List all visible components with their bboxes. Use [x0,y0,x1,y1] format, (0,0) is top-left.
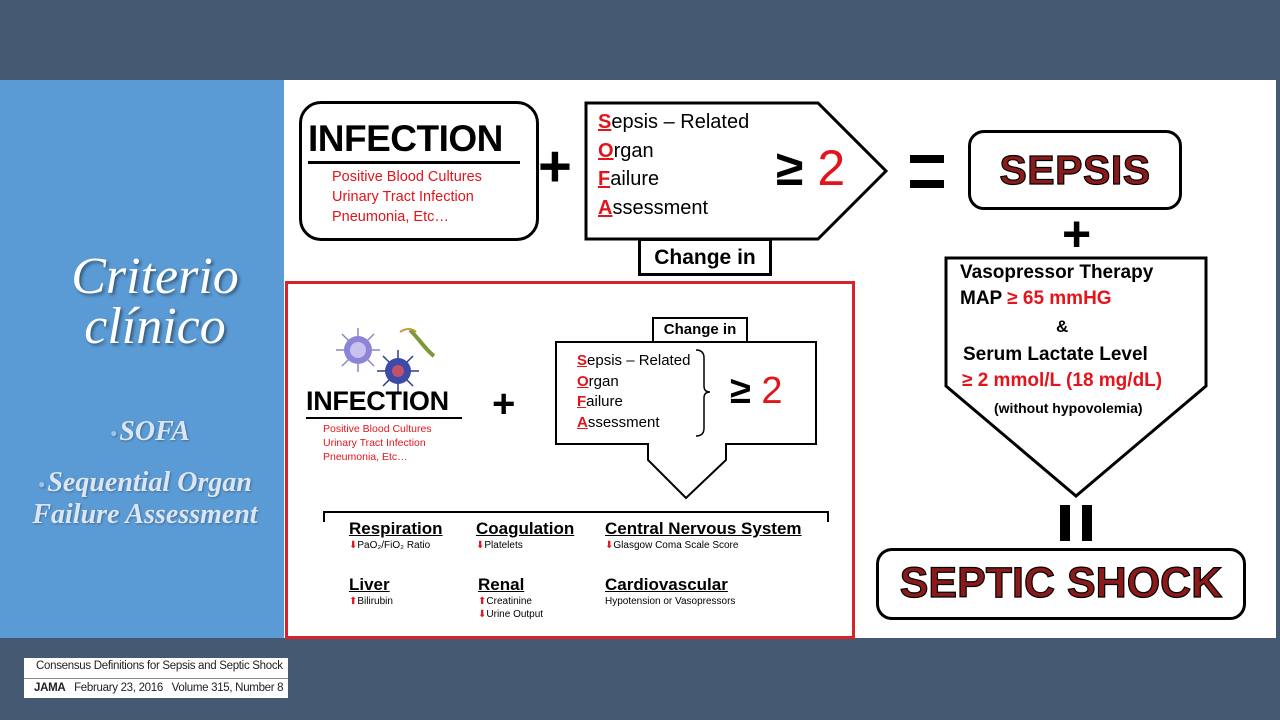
arrow-down-icon: ⬇ [349,540,358,551]
vaso-title: Vasopressor Therapy [960,262,1154,283]
plus-sign-right: + [1062,206,1092,262]
vasopressor-pentagon [944,256,1208,498]
slide-title: Criterio clínico [0,248,310,355]
septic-shock-box: SEPTIC SHOCK [876,548,1246,620]
citation: Consensus Definitions for Sepsis and Sep… [24,658,288,698]
arrow-down-icon: ⬇ [605,540,614,551]
arrow-down-icon: ⬇ [478,609,487,620]
without-hypovolemia: (without hypovolemia) [994,400,1143,416]
equals-bar-bottom [910,180,944,188]
septic-shock-label: SEPTIC SHOCK [899,558,1223,607]
microbes-icon [336,328,436,392]
sofa-acronym: Sepsis – Related Organ Failure Assessmen… [598,111,750,219]
category-renal: Renal ⬆Creatinine ⬇Urine Output [478,575,544,620]
slide-title-line1: Criterio [71,248,239,305]
equals-vertical-right [1082,505,1092,541]
sofa-pentagon [584,101,889,241]
inset-infection-underline [306,417,462,419]
map-line: MAP ≥ 65 mmHG [960,288,1112,309]
infection-title: INFECTION [308,118,503,159]
inset-figure [285,281,855,639]
bullet-sofa: ●SOFA [110,416,190,447]
inset-infection-items: Positive Blood Cultures Urinary Tract In… [323,423,432,463]
bullet-dot-icon: ● [38,477,46,492]
category-cns: Central Nervous System ⬇Glasgow Coma Sca… [605,519,802,551]
equals-bar-top [910,155,944,163]
category-cardiovascular: Cardiovascular Hypotension or Vasopresso… [605,575,736,607]
citation-divider [24,678,288,679]
inset-brace [695,349,711,437]
category-coagulation: Coagulation ⬇Platelets [476,519,575,551]
inset-infection-title: INFECTION [306,386,449,416]
inset-plus-sign: + [492,382,516,426]
lactate-title: Serum Lactate Level [963,344,1148,365]
sepsis-box: SEPSIS [968,130,1182,210]
infection-underline [308,161,520,164]
inset-bracket [323,511,829,522]
arrow-up-icon: ⬆ [478,596,487,607]
arrow-up-icon: ⬆ [349,596,358,607]
arrow-down-icon: ⬇ [476,540,485,551]
inset-sofa-acronym: Sepsis – Related Organ Failure Assessmen… [577,352,691,431]
left-panel [0,80,284,638]
infection-box: INFECTION Positive Blood Cultures Urinar… [299,101,539,241]
inset-sofa-arrow [555,341,817,500]
category-liver: Liver ⬆Bilirubin [349,575,393,607]
citation-title: Consensus Definitions for Sepsis and Sep… [36,660,283,672]
plus-sign: + [538,134,572,199]
slide-title-line2: clínico [84,298,226,355]
and-sign: & [1056,317,1069,336]
sepsis-label: SEPSIS [999,146,1151,193]
bullet-dot-icon: ● [110,426,118,441]
citation-meta: JAMA February 23, 2016 Volume 315, Numbe… [34,682,284,694]
change-in-label: Change in [638,238,772,276]
category-respiration: Respiration ⬇PaO₂/FiO₂ Ratio [349,519,443,551]
inset-threshold: ≥ 2 [730,370,783,412]
sofa-threshold: ≥ 2 [776,140,846,196]
infection-items: Positive Blood Cultures Urinary Tract In… [332,169,482,225]
equals-vertical-left [1060,505,1070,541]
lactate-value: ≥ 2 mmol/L (18 mg/dL) [962,370,1163,391]
